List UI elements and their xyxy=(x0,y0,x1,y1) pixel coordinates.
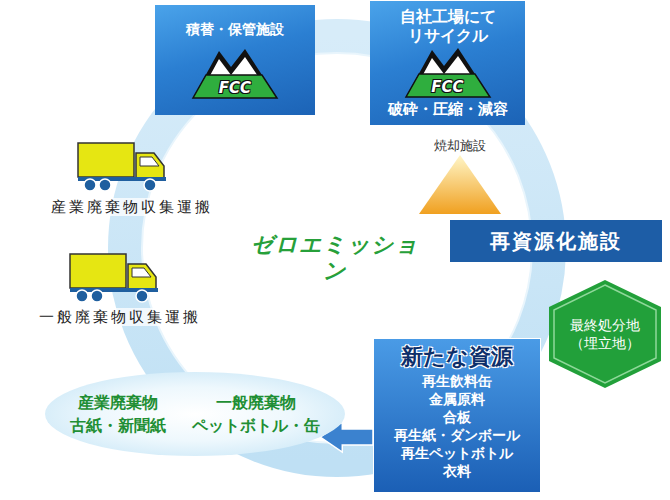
truck-wheel xyxy=(136,290,148,302)
node-text: ペットボトル・缶 xyxy=(192,416,320,435)
transport-label: 産業廃棄物収集運搬 xyxy=(14,198,250,216)
truck-icon xyxy=(70,254,158,302)
node-text: 再生ペットボトル xyxy=(401,445,513,463)
landfill-hexagon: 最終処分地 （埋立地） xyxy=(548,279,662,389)
truck-wheel xyxy=(84,179,96,191)
truck-wheel xyxy=(99,179,111,191)
incinerator-triangle: 焼却施設 xyxy=(415,134,505,216)
landfill-hexagon-shape xyxy=(549,280,661,388)
node-text: 産業廃棄物 xyxy=(78,393,158,412)
node-text: 破砕・圧縮・減容 xyxy=(388,100,508,118)
zero-emission-label: ゼロエミッション xyxy=(245,232,425,285)
truck-cargo xyxy=(78,143,134,177)
node-text: 焼却施設 xyxy=(434,138,486,154)
truck-wheel xyxy=(91,290,103,302)
node-text: 一般廃棄物 xyxy=(216,393,296,412)
truck-window xyxy=(140,157,159,166)
recycling-factory-box: 自社工場にて リサイクル FCC 破砕・圧縮・減容 xyxy=(370,1,525,125)
truck-wheel xyxy=(76,290,88,302)
company-logo: FCC xyxy=(191,47,279,99)
truck-icon xyxy=(78,143,166,191)
node-text: 再資源化施設 xyxy=(490,229,622,253)
node-text: 古紙・新聞紙 xyxy=(70,416,166,435)
waste-ellipse: 産業廃棄物 一般廃棄物古紙・新聞紙 ペットボトル・缶 xyxy=(45,372,345,456)
new-resources-box: 新たな資源再生飲料缶金属原料合板再生紙・ダンボール再生ペットボトル衣料 xyxy=(373,338,541,493)
node-text: 再生紙・ダンボール xyxy=(394,427,520,445)
company-logo: FCC xyxy=(404,46,492,98)
truck-cargo xyxy=(70,254,126,288)
incinerator-triangle-shape xyxy=(419,155,501,214)
node-text: 金属原料 xyxy=(429,391,485,409)
truck-window xyxy=(132,268,151,277)
hexagon-inner-line xyxy=(554,285,656,383)
node-text: 最終処分地 （埋立地） xyxy=(552,316,658,352)
node-text: 積替・保管施設 xyxy=(186,21,284,38)
truck-cab xyxy=(128,264,156,290)
node-text: 再生飲料缶 xyxy=(422,373,492,391)
logo-text: FCC xyxy=(191,79,279,97)
transport-label: 一般廃棄物収集運搬 xyxy=(0,308,240,326)
node-text: 自社工場にて リサイクル xyxy=(374,8,521,45)
node-text: 新たな資源 xyxy=(401,344,513,370)
hexagon-shape xyxy=(548,279,662,389)
node-text: 衣料 xyxy=(443,463,471,481)
logo-text: FCC xyxy=(404,78,492,96)
truck-cab xyxy=(136,153,164,179)
truck-wheel xyxy=(144,179,156,191)
storage-facility-box: 積替・保管施設 FCC xyxy=(155,5,315,115)
resource-facility-band: 再資源化施設 xyxy=(450,220,662,262)
node-text: 合板 xyxy=(443,409,471,427)
